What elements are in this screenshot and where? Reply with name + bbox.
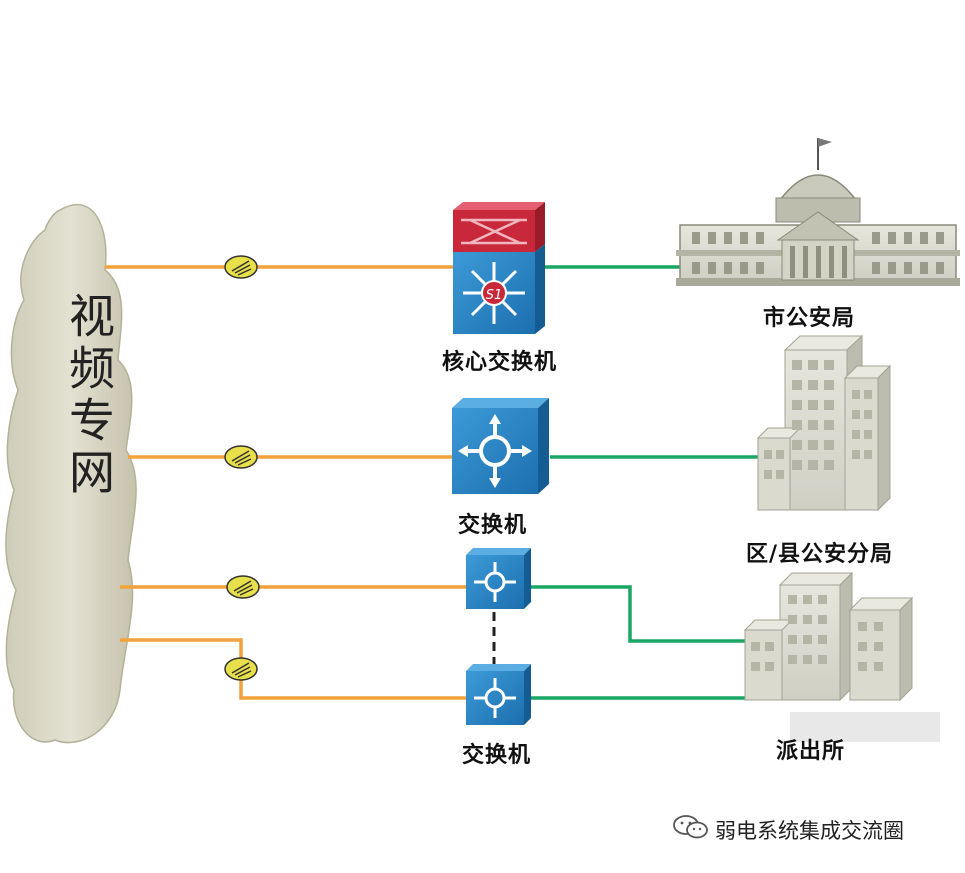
switch-mid-icon <box>452 398 549 494</box>
fiber-line-switch-b <box>120 638 470 700</box>
core-switch-label: 核心交换机 <box>442 350 558 375</box>
transceiver-icon <box>226 575 260 599</box>
district-bureau-label: 区/县公安分局 <box>746 542 894 567</box>
police-station-label: 派出所 <box>776 739 846 764</box>
blur-patch <box>790 712 940 742</box>
watermark-text: 弱电系统集成交流圈 <box>715 819 904 843</box>
private-network-cloud <box>5 203 137 744</box>
transceiver-icon <box>224 255 258 279</box>
switch-small-a-icon <box>466 548 531 609</box>
wechat-icon <box>673 815 708 839</box>
transceiver-icon <box>224 445 258 469</box>
city-bureau-label: 市公安局 <box>763 306 856 331</box>
transceiver-icon <box>224 657 258 681</box>
lan-lines <box>530 265 760 700</box>
fiber-lines <box>105 265 470 700</box>
lan-line-station-a <box>530 585 750 643</box>
switch-mid-label: 交换机 <box>458 513 528 538</box>
core-switch-badge: S1 <box>486 288 503 303</box>
city-bureau-building-icon <box>676 138 960 286</box>
switch-bottom-label: 交换机 <box>462 743 532 768</box>
core-switch-icon: S1 <box>453 202 545 334</box>
cloud-label: 视频专网 <box>62 292 116 500</box>
fiber-transceiver-icons <box>224 255 260 681</box>
district-bureau-building-icon <box>756 334 892 512</box>
police-station-building-icon <box>743 571 940 742</box>
switch-small-b-icon <box>466 664 531 725</box>
